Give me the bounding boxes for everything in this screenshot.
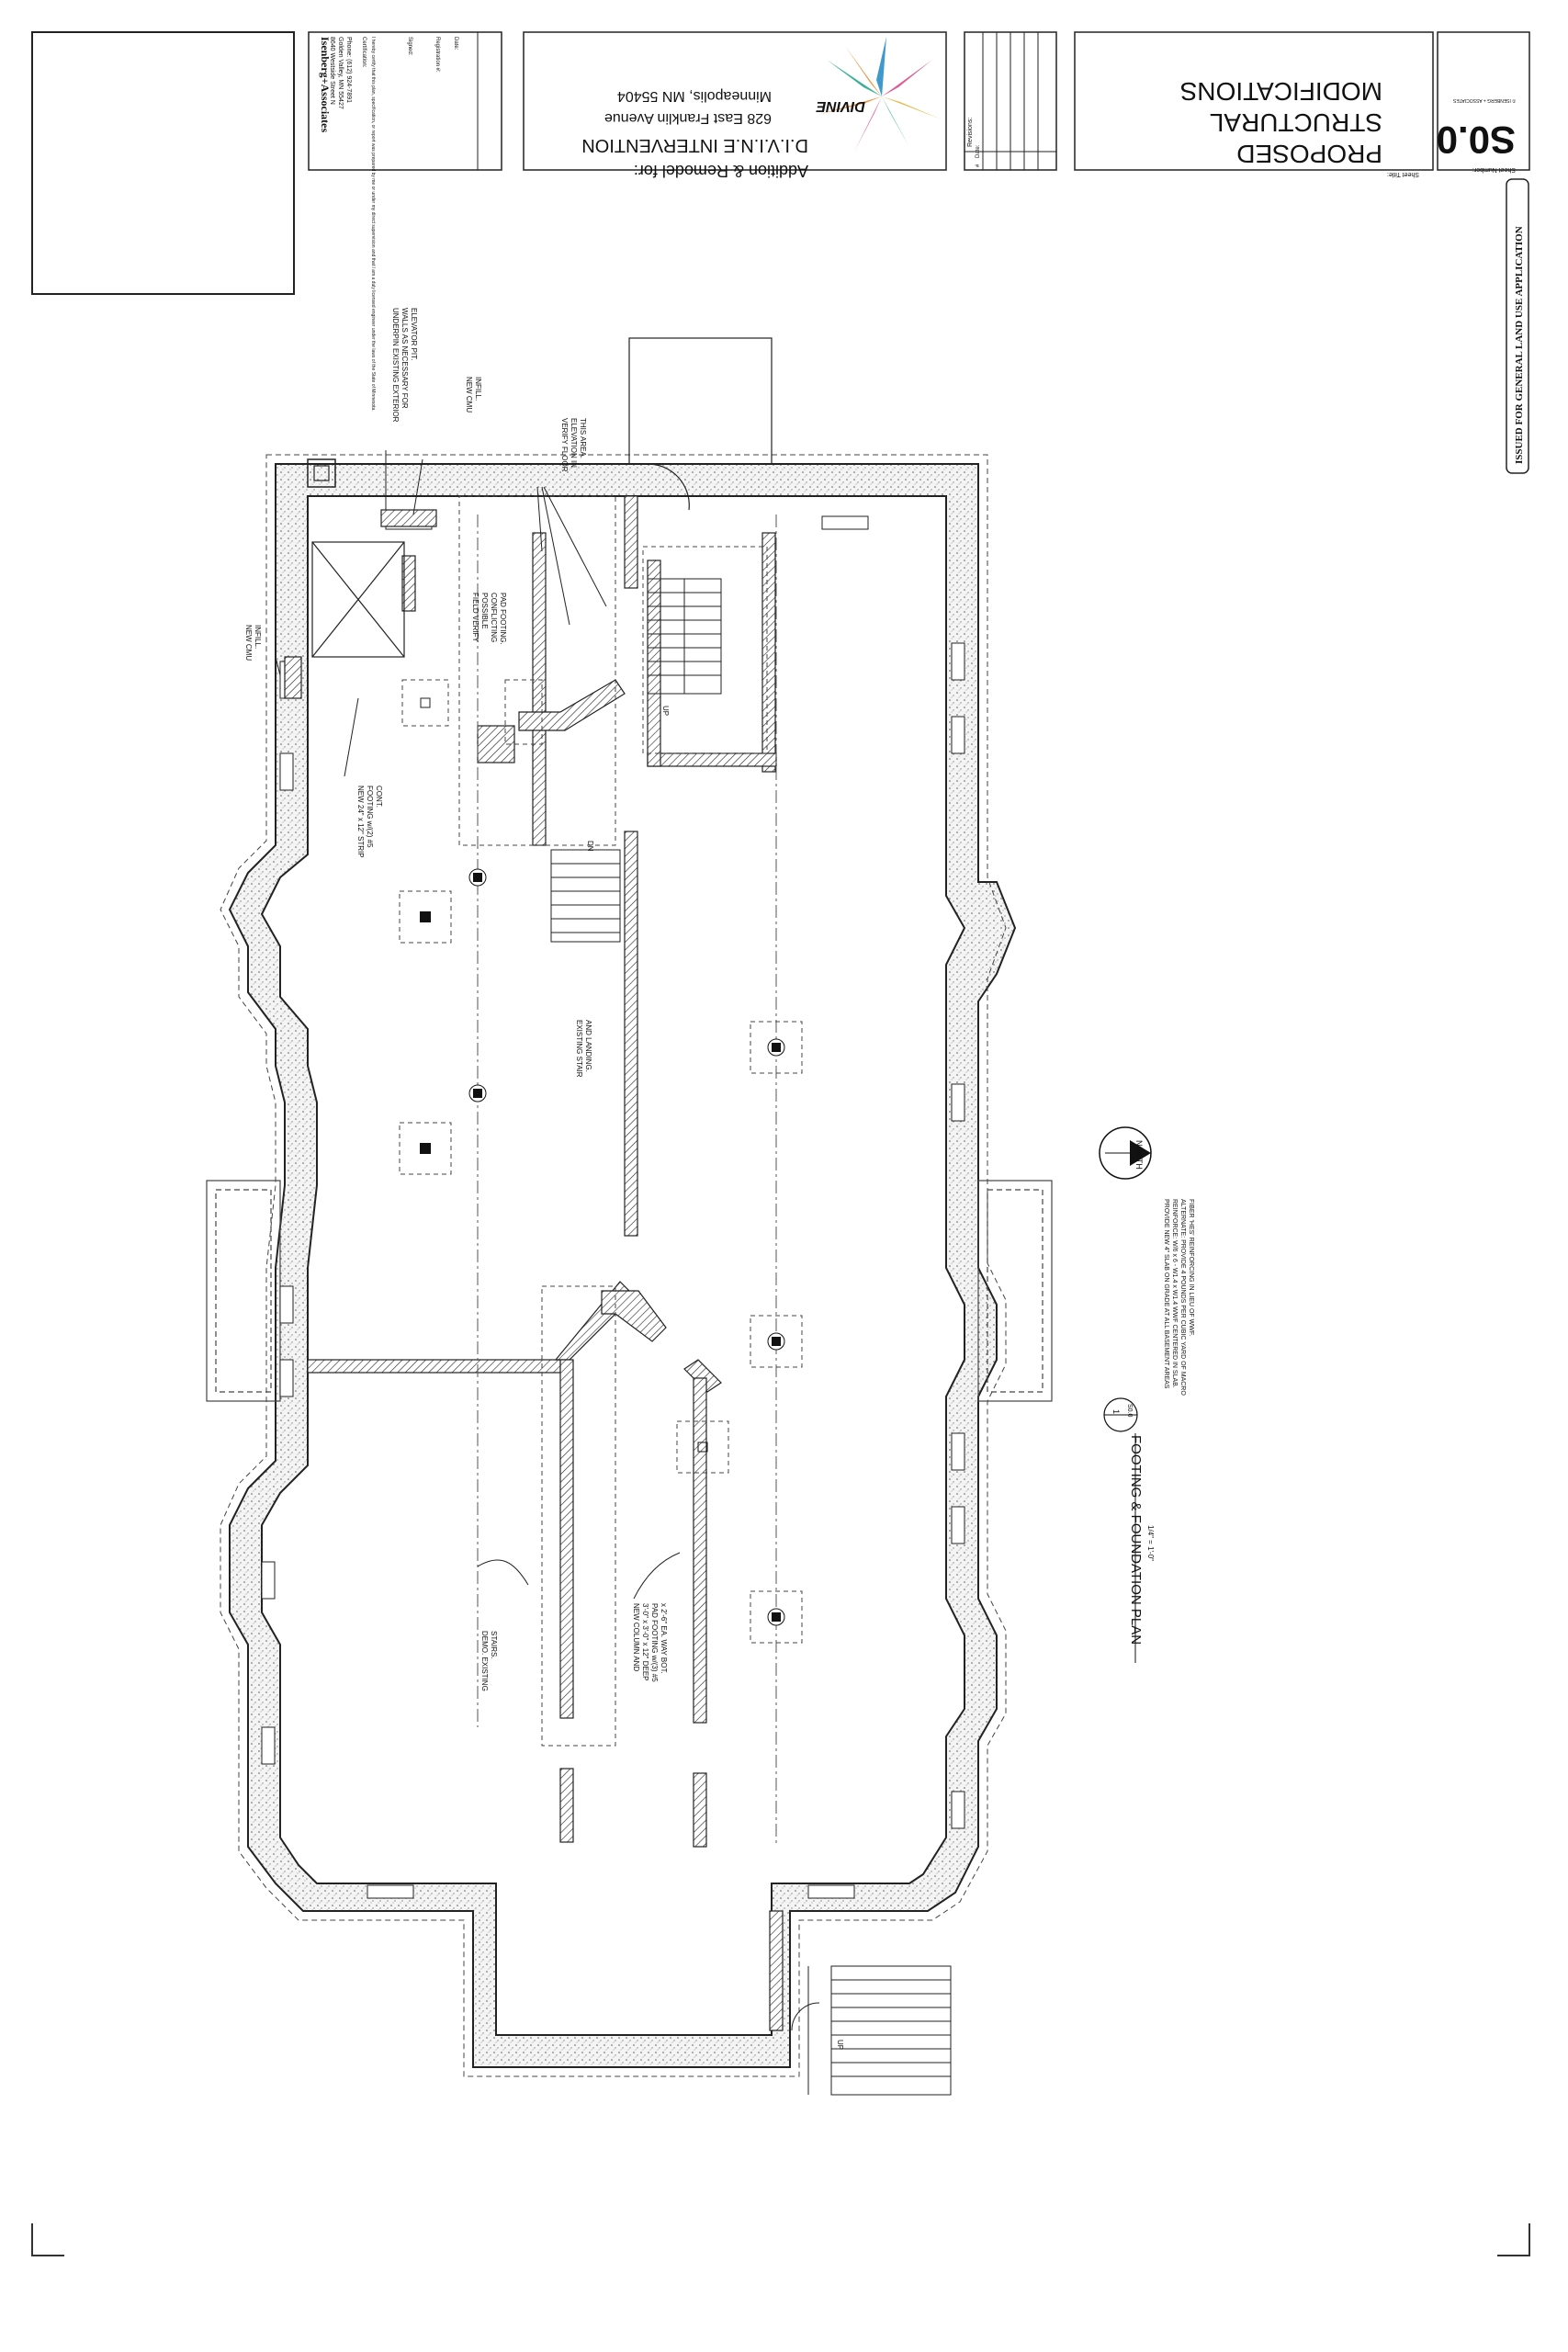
registration-label: Registration #: [434,37,440,73]
foundation-wall-inner [260,495,966,2036]
existing-stair-south [791,1965,952,2096]
note-2: REINFORCE: W/6 x 6 - W1.4 x W1.4 WWF CEN… [1171,1199,1178,1388]
existing-stair-north [647,578,722,695]
north-label: NORTH [1134,1140,1144,1170]
certification-label: Certification: [361,37,367,68]
bay-window-west [206,1180,281,1402]
north-arrow: NORTH [1099,1126,1152,1180]
date-label: Date: [453,37,458,51]
existing-stair-mid [550,849,621,943]
interior-walls [307,495,784,2031]
sheet-title-line3: MODIFICATIONS [1180,77,1382,106]
firm-phone: Phone: (612) 924-7891 [345,37,352,103]
project-prefix: Addition & Remodel for: [634,162,808,180]
callout-underpin-3: ELEVATOR PIT. [410,308,418,360]
pad-footing [676,1420,729,1474]
bay-window-east [977,1180,1053,1402]
firm-name: Isenberg+Associates [319,37,332,132]
revisions-label: Revisions: [967,118,974,147]
firm-info-text: Isenberg+Associates 8640 Westside Street… [319,37,352,132]
detail-sheet: S0.0 [1126,1404,1133,1418]
callout-underpin-2: WALLS AS NECESSARY FOR [400,308,409,409]
wall-openings [261,515,965,1899]
callout-field-1: FIELD VERIFY [471,593,479,642]
callout-column-4: x 2'-6" EA. WAY BOT. [660,1603,668,1674]
firm-city: Golden Valley, MN 55427 [337,37,344,109]
pad-footing [399,890,452,944]
callout-stair-1: EXISTING STAIR [575,1020,583,1078]
pad-footing [399,1122,452,1175]
crop-mark-bl [31,2223,64,2256]
callout-cmu-1a: NEW CMU [465,377,473,413]
field-verify-zone [401,495,768,1747]
sheet-title-line2: STRUCTURAL [1210,108,1382,137]
callout-underpin-1: UNDERPIN EXISTING EXTERIOR [391,308,400,423]
callout-demo-2: STAIRS. [490,1631,498,1659]
logo-text: DIVINE [815,98,865,114]
north-entry [628,337,773,511]
callout-field-3: CONFLICTING [490,593,498,642]
callout-strip-1: NEW 24" x 12" STRIP [356,786,365,858]
issued-stamp-box [1506,178,1529,474]
plan-title-block: 1 S0.0 FOOTING & FOUNDATION PLAN 1/4" = … [1103,1199,1194,1663]
footing-outline [220,454,1007,2077]
callout-strip-2: FOOTING w/(2) #5 [366,786,374,848]
label-up-south: UP [836,2040,844,2050]
note-1: PROVIDE NEW 4" SLAB ON GRADE AT ALL BASE… [1163,1199,1169,1389]
callout-verify-3: THIS AREA. [579,418,587,458]
certification-text: I hereby certify that this plan, specifi… [370,37,376,412]
plan-scale: 1/4" = 1'-0" [1146,1525,1155,1561]
sheet-title-line1: PROPOSED [1236,140,1382,168]
elevator-pit [284,458,437,699]
firm-panel [308,31,502,171]
label-dn: DN [586,841,594,852]
callout-column-3: PAD FOOTING w/(3) #5 [650,1603,659,1682]
callout-field-2: POSSIBLE [480,593,489,629]
pad-footing [750,1021,803,1074]
sheet-number: S0.0 [1437,119,1516,162]
column-marker [468,868,487,1102]
leader-lines [275,450,681,1600]
detail-number: 1 [1111,1409,1121,1414]
callout-cmu-1b: INFILL. [474,377,482,401]
callout-column-1: NEW COLUMN AND [632,1603,640,1671]
plan-title: FOOTING & FOUNDATION PLAN [1128,1435,1144,1645]
project-panel [523,31,947,171]
callout-demo-1: DEMO. EXISTING [480,1631,489,1691]
rev-col-num: # [976,164,981,167]
note-3: ALTERNATE: PROVIDE 4 POUNDS PER CUBIC YA… [1179,1199,1186,1396]
sheet-copyright: © ISENBERG + ASSOCIATES [1452,97,1516,104]
address-line2: Minneapolis, MN 55404 [617,88,772,104]
sheet-number-label: Sheet Number: [1472,166,1516,173]
label-up-north: UP [661,706,670,716]
callout-cmu-2b: INFILL. [254,625,262,649]
callout-verify-1: VERIFY FLOOR [560,418,569,472]
pad-footing [750,1590,803,1644]
callout-verify-2: ELEVATION IN [570,418,578,468]
crop-mark-br [1497,2223,1530,2256]
pad-footing [750,1315,803,1368]
callout-field-4: PAD FOOTING. [499,593,507,645]
callout-strip-3: CONT. [375,786,383,808]
note-4: FIBER 'HES' REINFORCING IN LIEU OF WWF. [1188,1199,1194,1336]
callout-stair-2: AND LANDING. [584,1020,592,1072]
pad-footings [399,868,803,1644]
blank-stamp-box [31,31,295,295]
signed-label: Signed: [407,37,412,56]
callouts: UNDERPIN EXISTING EXTERIOR WALLS AS NECE… [244,308,668,1691]
issued-stamp: ISSUED FOR GENERAL LAND USE APPLICATION [1514,226,1525,464]
divine-logo: DIVINE [815,37,942,152]
sheet-number-panel [1437,31,1530,171]
sheet-title-panel [1074,31,1434,171]
callout-column-2: 3'-0" x 3'-0" x 12" DEEP [641,1603,649,1681]
project-name: D.I.V.I.N.E INTERVENTION [581,135,808,155]
address-line1: 628 East Franklin Avenue [604,110,772,126]
rev-col-date: Date: [976,144,981,158]
firm-address: 8640 Westside Street N [329,37,335,105]
callout-cmu-2a: NEW CMU [244,625,253,661]
sheet-title-label: Sheet Title: [1387,171,1419,177]
